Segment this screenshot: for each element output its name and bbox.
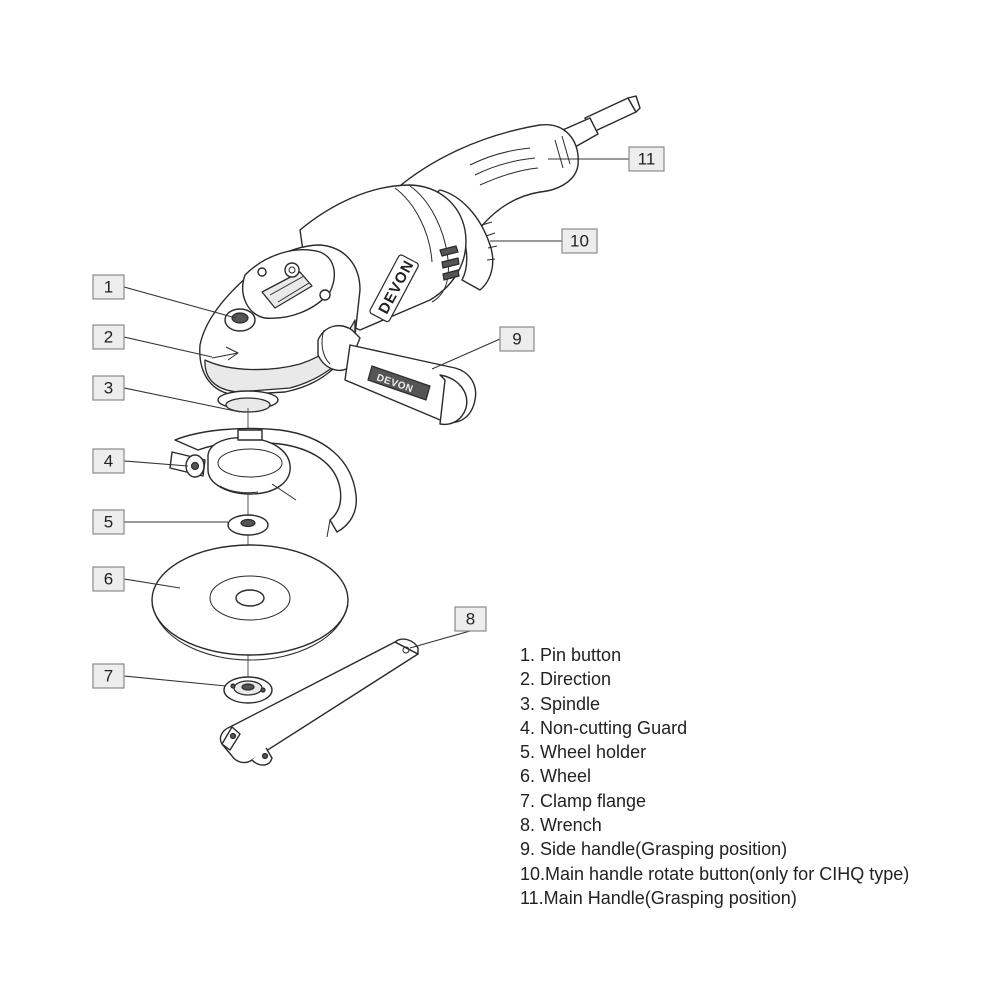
legend-item: 11.Main Handle(Grasping position)	[520, 887, 797, 908]
callout-7: 7	[92, 663, 227, 689]
callout-3-label: 3	[104, 379, 113, 398]
callout-11-label: 11	[638, 150, 656, 169]
wheel-holder	[227, 514, 269, 536]
legend-item: 8. Wrench	[520, 815, 602, 836]
callout-8-label: 8	[466, 610, 475, 629]
callout-2: 2	[92, 324, 213, 358]
callout-5-label: 5	[104, 513, 113, 532]
legend-item: 4. Non-cutting Guard	[520, 717, 688, 738]
grinder-body: DEVON DEVON	[199, 95, 641, 426]
non-cutting-guard	[169, 427, 357, 538]
callout-2-label: 2	[104, 328, 113, 347]
legend-item: 1. Pin button	[520, 645, 622, 665]
callout-9: 9	[431, 326, 535, 370]
callout-9-label: 9	[512, 330, 521, 349]
wrench	[219, 638, 419, 766]
parts-legend: 1. Pin button 2. Direction 3. Spindle 4.…	[520, 643, 909, 910]
callout-1-label: 1	[104, 278, 113, 297]
callout-4: 4	[92, 448, 189, 474]
callout-6-label: 6	[104, 570, 113, 589]
callout-8: 8	[409, 606, 487, 649]
callout-10-label: 10	[570, 232, 589, 251]
callout-6: 6	[92, 566, 181, 592]
legend-item: 3. Spindle	[520, 693, 601, 714]
callout-10: 10	[490, 228, 598, 254]
callout-4-label: 4	[104, 452, 113, 471]
callout-5: 5	[92, 509, 228, 535]
callout-11: 11	[548, 146, 665, 172]
legend-item: 2. Direction	[520, 669, 612, 690]
callout-7-label: 7	[104, 667, 113, 686]
clamp-flange	[223, 676, 273, 704]
legend-item: 10.Main handle rotate button(only for CI…	[520, 863, 910, 884]
legend-item: 6. Wheel	[520, 766, 592, 787]
wheel	[151, 544, 349, 661]
callout-1: 1	[92, 274, 237, 319]
legend-item: 7. Clamp flange	[520, 790, 647, 811]
legend-item: 9. Side handle(Grasping position)	[520, 839, 788, 860]
legend-item: 5. Wheel holder	[520, 742, 647, 763]
callout-3: 3	[92, 375, 241, 413]
